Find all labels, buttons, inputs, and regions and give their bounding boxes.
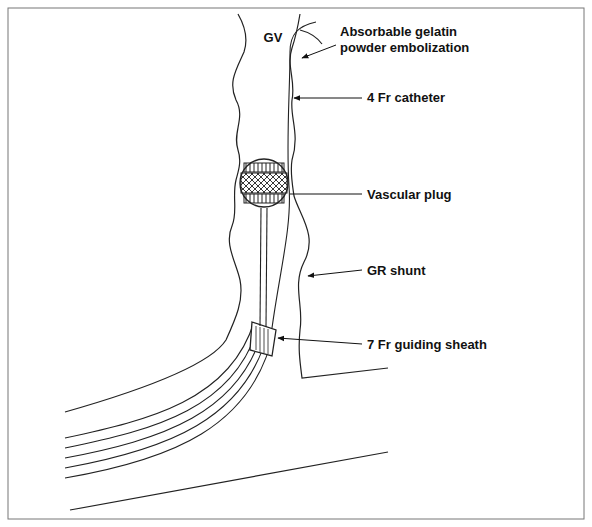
vascular-plug: [240, 159, 288, 207]
vessel-walls: [65, 14, 388, 510]
callout-label: GR shunt: [367, 263, 567, 279]
frame: [8, 8, 584, 519]
callout-label: 4 Fr catheter: [367, 90, 567, 106]
callout-label: Absorbable gelatin powder embolization: [340, 24, 490, 56]
callout-label: Vascular plug: [367, 187, 567, 203]
vessel-label: GV: [253, 30, 293, 46]
leader-lines: [278, 45, 362, 344]
callout-label: 7 Fr guiding sheath: [367, 337, 577, 353]
guiding-sheath: [65, 322, 276, 478]
